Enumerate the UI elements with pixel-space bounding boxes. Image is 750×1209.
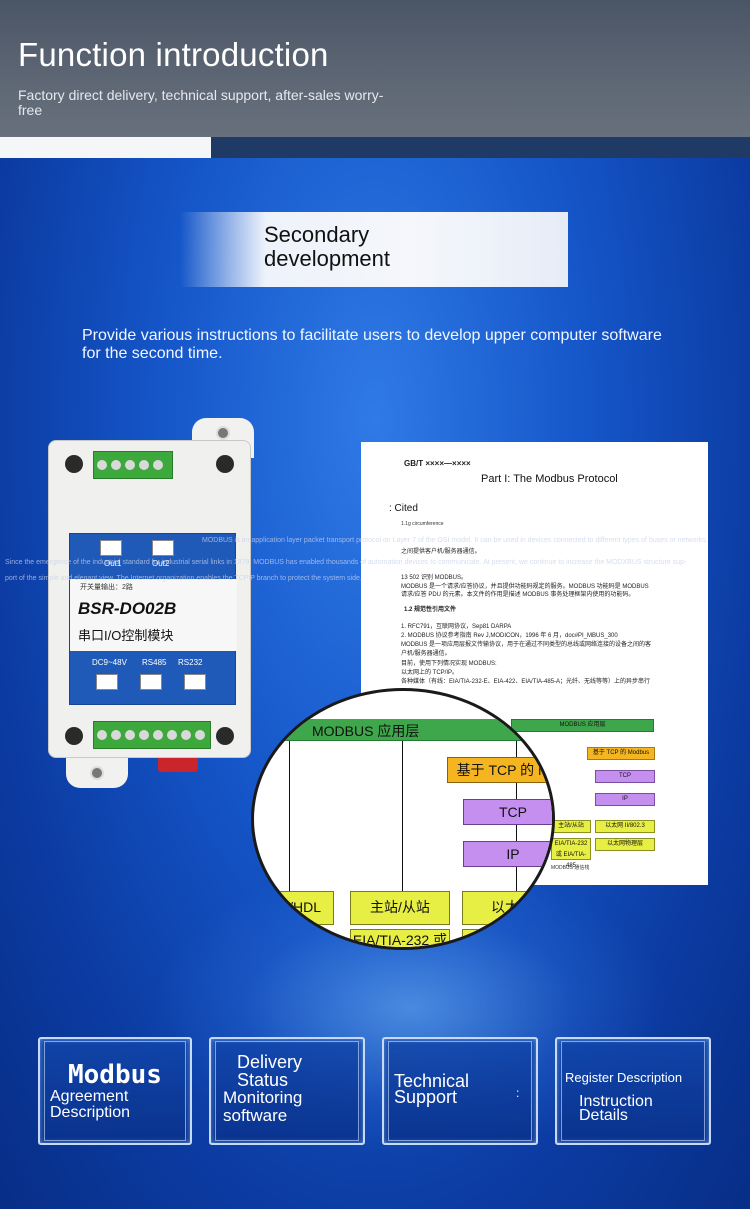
screw: [65, 727, 83, 745]
port-label-power: DC9~48V: [92, 658, 127, 667]
card-title: Modbus: [68, 1060, 162, 1090]
doc-section-heading: 1.2 规范性引用文件: [404, 607, 457, 613]
diagram-tcp: TCP: [595, 770, 655, 783]
doc-line: 目前，使用下列情况实现 MODBUS:: [401, 661, 497, 667]
doc-line: 之间提供客户机/服务器通信。: [401, 549, 481, 555]
page-title: Function introduction: [18, 36, 329, 73]
section-title: Secondary development: [264, 222, 390, 271]
doc-line: MODBUS 是一项应用层报文传输协议，用于在通过不同类型的总线或网络连接的设备…: [401, 642, 652, 648]
doc-line: 以太网上的 TCP/IP。: [401, 670, 459, 676]
card-text: Agreement Description: [50, 1088, 131, 1121]
magnified-caption: 种高速令牌传递网络。: [512, 700, 552, 720]
magnified-app-layer: MODBUS 应用层: [254, 719, 552, 741]
screw: [216, 727, 234, 745]
feature-card-technical-support[interactable]: Technical Support :: [382, 1037, 538, 1145]
diagram-ethernet: 以太网 II/802.3: [595, 820, 655, 833]
output-label-2: Out2: [152, 559, 170, 568]
module-case: Out1 Out2 开关量输出：2路 BSR-DO02B 串口I/O控制模块 D…: [48, 440, 251, 758]
port-label-rs485: RS485: [142, 658, 167, 667]
card-text: Instruction Details: [579, 1093, 653, 1124]
doc-line: 请求/应答 PDU 的元素。本文件的作用是描述 MODBUS 事务处理框架内使用…: [401, 592, 635, 598]
diagram-serial: EIA/TIA-232 或 EIA/TIA-485: [551, 838, 591, 869]
overlay-text-line: MODBUS is an application layer packet tr…: [202, 537, 708, 544]
magnified-tcp-modbus: 基于 TCP 的 Mo: [447, 757, 552, 783]
port-marker: [96, 674, 118, 690]
port-marker: [100, 540, 122, 556]
module-name-cn: 串口I/O控制模块: [78, 628, 174, 643]
model-name: BSR-DO02B: [78, 599, 177, 618]
output-count-label: 开关量输出：2路: [80, 584, 133, 591]
diagram-tcp-modbus: 基于 TCP 的 Modbus: [587, 747, 655, 760]
header-banner: Function introduction Factory direct del…: [0, 0, 750, 158]
magnified-ip: IP: [463, 841, 552, 867]
magnified-master-slave: 主站/从站: [350, 891, 450, 925]
card-title: Register Description: [565, 1070, 683, 1085]
port-marker: [152, 540, 174, 556]
feature-card-register[interactable]: Register Description Instruction Details: [555, 1037, 711, 1145]
port-marker: [140, 674, 162, 690]
doc-line: MODBUS 是一个请求/应答协议，并且提供功能码规定的服务。MODBUS 功能…: [401, 584, 649, 590]
io-module-photo: Out1 Out2 开关量输出：2路 BSR-DO02B 串口I/O控制模块 D…: [46, 418, 254, 790]
header-accent-dark: [211, 137, 750, 158]
terminal-block-top: [93, 451, 173, 479]
doc-line: 各种媒体（有线：EIA/TIA-232-E、EIA-422、EIA/TIA-48…: [401, 679, 651, 685]
doc-cited-heading: : Cited: [389, 503, 418, 514]
magnified-ethernet: 以太网: [462, 891, 552, 925]
header-accent-white: [0, 137, 211, 158]
doc-line: 1. RFC791，互联网协议，Sep81 DARPA: [401, 624, 512, 630]
magnified-tcp: TCP: [463, 799, 552, 825]
doc-line: 13 502 识别 MODBUS。: [401, 575, 468, 581]
card-marker: :: [516, 1086, 520, 1100]
terminal-block-bottom: [93, 721, 211, 749]
overlay-text-line: Since the emergence of the industrial st…: [5, 559, 687, 566]
overlay-text-line: port of the simple and elegant view. The…: [5, 575, 362, 582]
doc-standard-code: GB/T ××××—××××: [404, 459, 471, 468]
port-marker: [184, 674, 206, 690]
page-subtitle: Factory direct delivery, technical suppo…: [18, 87, 384, 118]
screw: [65, 455, 83, 473]
diagram-ethernet-phy: 以太网物理层: [595, 838, 655, 851]
screw: [216, 455, 234, 473]
label-white-strip: 开关量输出：2路 BSR-DO02B 串口I/O控制模块: [70, 579, 237, 651]
diagram-ip: IP: [595, 793, 655, 806]
port-label-rs232: RS232: [178, 658, 203, 667]
doc-title: Part I: The Modbus Protocol: [481, 473, 618, 485]
output-label-1: Out1: [104, 559, 122, 568]
magnified-hdl: +/HDL: [268, 891, 334, 925]
magnifier-lens: MODBUS 应用层 基于 TCP 的 Mo TCP IP +/HDL 主站/从…: [251, 688, 555, 950]
card-title: Technical Support: [394, 1071, 470, 1107]
doc-line: 户机/服务器通信。: [401, 651, 451, 657]
diagram-caption: MODBUS 通信栈: [551, 865, 590, 871]
feature-card-modbus[interactable]: Modbus Agreement Description: [38, 1037, 192, 1145]
section-banner: [180, 212, 568, 287]
module-label: Out1 Out2 开关量输出：2路 BSR-DO02B 串口I/O控制模块 D…: [69, 533, 237, 705]
feature-card-delivery[interactable]: Delivery Status Monitoring software: [209, 1037, 365, 1145]
section-description: Provide various instructions to facilita…: [82, 327, 662, 362]
magnified-serial: EIA/TIA-232 或: [350, 929, 450, 947]
doc-line: 2. MODBUS 协议参考指南 Rev J,MODICON，1996 年 6 …: [401, 633, 618, 639]
mount-hole: [216, 426, 230, 440]
magnified-box: [462, 929, 552, 947]
card-text: Monitoring software: [223, 1088, 303, 1125]
doc-subheading: 1.1g circumference: [401, 521, 444, 527]
diagram-master-slave: 主站/从站: [551, 820, 591, 833]
mount-hole: [90, 766, 104, 780]
card-title: Delivery Status: [237, 1052, 303, 1090]
